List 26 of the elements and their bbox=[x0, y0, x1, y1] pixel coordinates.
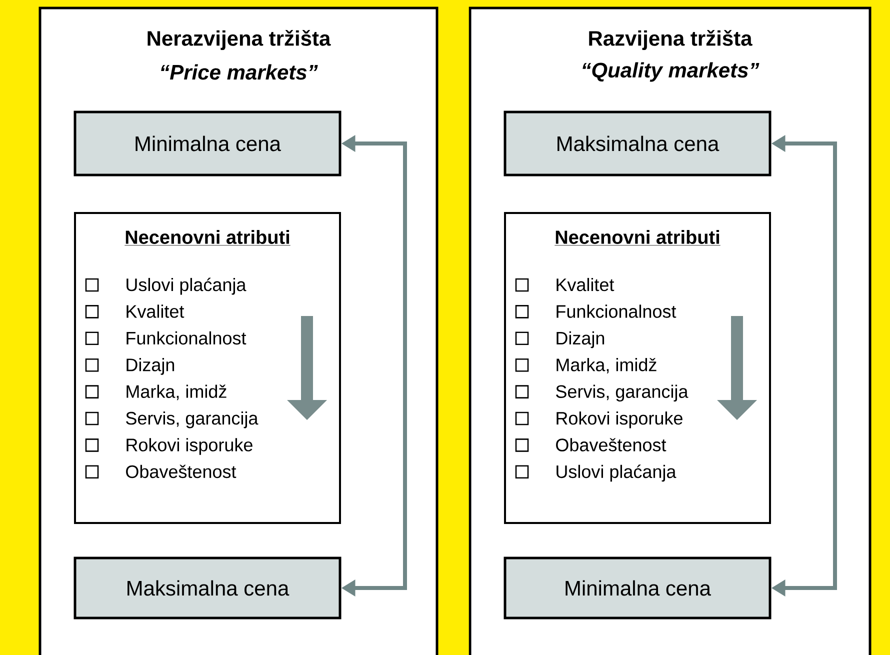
panel-subtitle: “Quality markets” bbox=[582, 62, 760, 82]
list-heading: Necenovni atributi bbox=[124, 230, 291, 246]
list-item: Funkcionalnost bbox=[556, 304, 676, 318]
list-item: Kvalitet bbox=[126, 304, 184, 318]
list-item: Uslovi plaćanja bbox=[556, 464, 676, 482]
list-item: Marka, imidž bbox=[556, 358, 656, 374]
list-item: Rokovi isporuke bbox=[126, 438, 252, 455]
list-item: Dizajn bbox=[126, 358, 174, 375]
panel-title: Nerazvijena tržišta bbox=[148, 30, 331, 50]
list-item: Servis, garancija bbox=[556, 384, 688, 402]
price-box: Minimalna cena bbox=[74, 110, 342, 176]
price-box: Maksimalna cena bbox=[504, 110, 772, 176]
list-item: Funkcionalnost bbox=[126, 331, 246, 345]
panel-title: Razvijena tržišta bbox=[589, 30, 752, 50]
list-heading: Necenovni atributi bbox=[554, 230, 721, 246]
list-item: Uslovi plaćanja bbox=[126, 278, 246, 295]
price-box: Maksimalna cena bbox=[74, 556, 342, 620]
list-item: Kvalitet bbox=[556, 278, 614, 292]
list-item: Rokovi isporuke bbox=[556, 411, 682, 428]
list-item: Dizajn bbox=[556, 331, 604, 348]
price-box: Minimalna cena bbox=[504, 556, 772, 620]
list-item: Marka, imidž bbox=[126, 384, 226, 400]
list-item: Obaveštenost bbox=[126, 464, 236, 478]
panel-subtitle: “Price markets” bbox=[161, 64, 318, 80]
list-item: Servis, garancija bbox=[126, 411, 258, 428]
list-item: Obaveštenost bbox=[556, 438, 666, 452]
